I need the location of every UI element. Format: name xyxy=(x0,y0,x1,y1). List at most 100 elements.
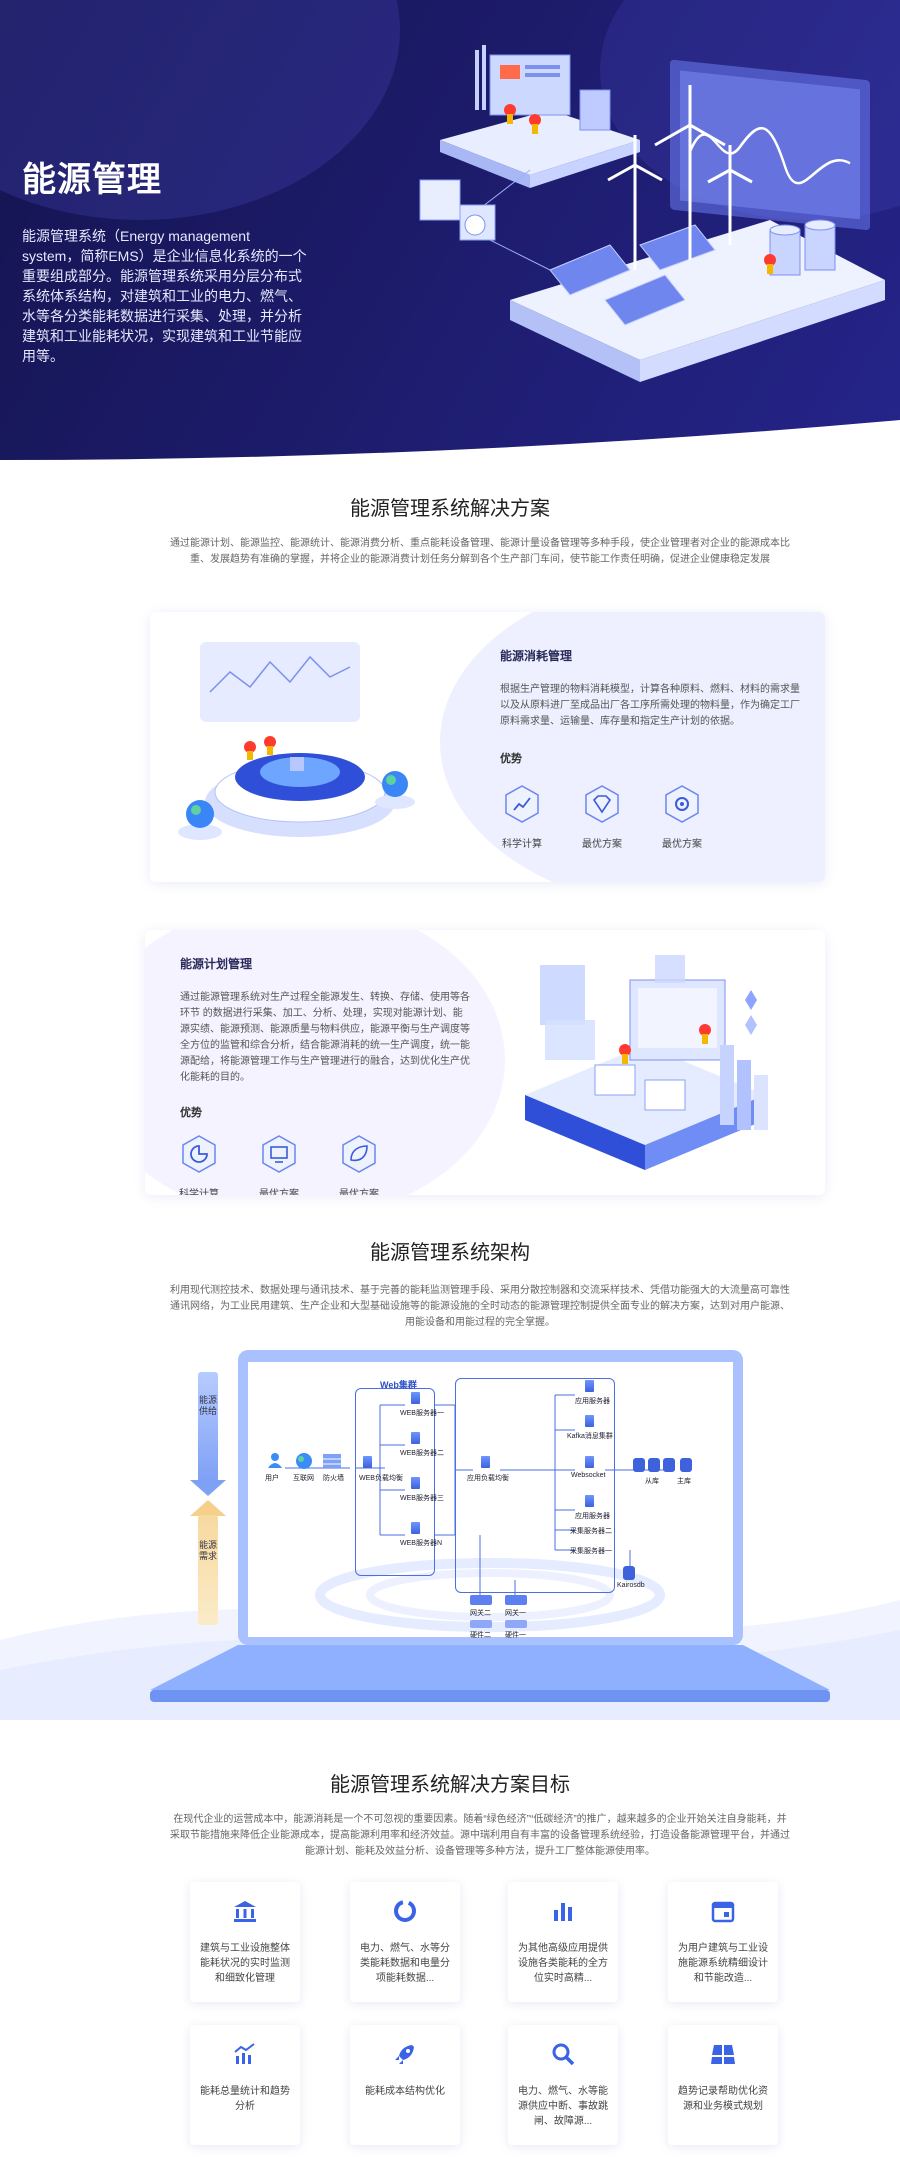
server-icon xyxy=(585,1495,594,1507)
server-icon xyxy=(585,1415,594,1427)
websocket-label: Websocket xyxy=(571,1472,606,1479)
firewall-label: 防火墙 xyxy=(323,1475,344,1482)
user-label: 用户 xyxy=(265,1475,279,1482)
gear-icon xyxy=(665,785,699,823)
goal-text: 电力、燃气、水等能源供应中断、事故跳闸、故障源... xyxy=(518,2086,608,2127)
calendar-icon xyxy=(711,1901,735,1923)
hero-description: 能源管理系统（Energy management system，简称EMS）是企… xyxy=(22,228,307,364)
search-icon xyxy=(552,2043,575,2066)
hero-banner: 能源管理 能源管理系统（Energy management system，简称E… xyxy=(0,0,900,460)
goal-card: 趋势记录帮助优化资源和业务模式规划 xyxy=(668,2025,778,2145)
server-icon xyxy=(585,1380,594,1392)
solution-description: 通过能源计划、能源监控、能源统计、能源消费分析、重点能耗设备管理、能源计量设备管… xyxy=(170,538,790,565)
advantage-label: 最优方案 xyxy=(259,1189,299,1195)
internet-label: 互联网 xyxy=(293,1475,314,1482)
advantage-item: 最优方案 xyxy=(650,784,714,850)
demand-arrow xyxy=(198,1515,218,1625)
goal-card: 为用户建筑与工业设施能源系统精细设计和节能改造... xyxy=(668,1882,778,2002)
collector-label: 采集服务器二 xyxy=(570,1528,612,1535)
database-icon xyxy=(623,1566,635,1580)
demand-label: 能源需求 xyxy=(198,1540,217,1561)
plan-illustration xyxy=(525,955,768,1170)
hardware-icon xyxy=(505,1620,527,1628)
goal-text: 为用户建筑与工业设施能源系统精细设计和节能改造... xyxy=(678,1943,768,1984)
card-text: 根据生产管理的物料消耗模型，计算各种原料、燃料、材料的需求量以及从原料进厂至成品… xyxy=(500,684,800,727)
bar-chart-icon xyxy=(554,1903,572,1921)
hero-title: 能源管理 xyxy=(22,161,162,199)
gateway-icon xyxy=(505,1595,527,1605)
hero-curve xyxy=(0,420,900,460)
app-server-label: 应用服务器 xyxy=(575,1398,610,1405)
web-cluster-label: Web集群 xyxy=(380,1380,417,1390)
server-icon xyxy=(411,1392,420,1404)
advantage-item: 最优方案 xyxy=(327,1134,391,1195)
architecture-title: 能源管理系统架构 xyxy=(370,1242,530,1264)
web-cluster-box xyxy=(355,1388,435,1576)
database-icon xyxy=(680,1458,692,1472)
goal-text: 电力、燃气、水等分类能耗数据和电量分项能耗数据... xyxy=(360,1943,450,1984)
advantage-label: 最优方案 xyxy=(582,839,622,850)
architecture-diagram: Web集群 用户 互联网 防火墙 WEB负载均衡 WEB服务器一 WEB服务器二… xyxy=(255,1370,720,1640)
goal-card: 能耗成本结构优化 xyxy=(350,2025,460,2145)
app-lb-label: 应用负载均衡 xyxy=(467,1475,509,1482)
server-icon xyxy=(481,1456,490,1468)
card-heading: 能源计划管理 xyxy=(180,957,253,971)
app-cluster-box xyxy=(455,1378,615,1593)
ring-chart-icon xyxy=(394,1900,416,1922)
goal-card: 为其他高级应用提供设施各类能耗的全方位实时高精... xyxy=(508,1882,618,2002)
goals-title: 能源管理系统解决方案目标 xyxy=(330,1774,570,1796)
layers-icon xyxy=(711,2045,735,2064)
advantages-title: 优势 xyxy=(500,753,522,765)
globe-icon xyxy=(296,1453,312,1469)
server-icon xyxy=(363,1456,372,1468)
advantage-item: 科学计算 xyxy=(167,1134,231,1195)
supply-label: 能源供给 xyxy=(198,1395,217,1416)
kairosdb-label: Kairosdb xyxy=(617,1582,645,1589)
goal-card: 建筑与工业设施整体能耗状况的实时监测和细致化管理 xyxy=(190,1882,300,2002)
server-icon xyxy=(585,1456,594,1468)
consumption-illustration xyxy=(178,642,415,840)
goal-card: 电力、燃气、水等分类能耗数据和电量分项能耗数据... xyxy=(350,1882,460,2002)
web-server-label: WEB服务器N xyxy=(400,1540,442,1547)
pie-chart-icon xyxy=(182,1135,216,1173)
supply-arrow xyxy=(198,1372,218,1482)
card-heading: 能源消耗管理 xyxy=(500,649,573,663)
rocket-icon xyxy=(395,2045,414,2064)
db-slave-label: 从库 xyxy=(645,1478,659,1485)
goal-card: 电力、燃气、水等能源供应中断、事故跳闸、故障源... xyxy=(508,2025,618,2145)
hardware-label: 硬件一 xyxy=(505,1632,526,1639)
goal-text: 能耗成本结构优化 xyxy=(365,2086,445,2097)
server-icon xyxy=(411,1522,420,1534)
db-master-label: 主库 xyxy=(677,1478,691,1485)
arrow-up-icon xyxy=(190,1500,226,1516)
solution-title: 能源管理系统解决方案 xyxy=(350,498,550,520)
server-icon xyxy=(411,1432,420,1444)
goal-card: 能耗总量统计和趋势分析 xyxy=(190,2025,300,2145)
advantage-item: 科学计算 xyxy=(490,784,554,850)
scientific-calc-icon xyxy=(505,785,539,823)
goal-text: 趋势记录帮助优化资源和业务模式规划 xyxy=(678,2086,768,2112)
card-text: 通过能源管理系统对生产过程全能源发生、转换、存储、使用等各环节 的数据进行采集、… xyxy=(180,992,470,1083)
advantage-item: 最优方案 xyxy=(247,1134,311,1195)
gateway-label: 网关一 xyxy=(505,1610,526,1617)
goals-description: 在现代企业的运营成本中，能源消耗是一个不可忽视的重要因素。随着“绿色经济”“低碳… xyxy=(170,1814,790,1857)
monitor-icon xyxy=(262,1135,296,1173)
trend-chart-icon xyxy=(234,2043,255,2064)
advantage-label: 科学计算 xyxy=(179,1189,219,1195)
web-server-label: WEB服务器二 xyxy=(400,1450,444,1457)
advantage-label: 科学计算 xyxy=(502,839,542,850)
advantage-label: 最优方案 xyxy=(339,1189,379,1195)
gateway-icon xyxy=(470,1595,492,1605)
advantages-title: 优势 xyxy=(180,1107,202,1119)
energy-plan-card: 能源计划管理 通过能源管理系统对生产过程全能源发生、转换、存储、使用等各环节 的… xyxy=(145,930,825,1195)
energy-consumption-card: 能源消耗管理 根据生产管理的物料消耗模型，计算各种原料、燃料、材料的需求量以及从… xyxy=(150,612,825,882)
firewall-icon xyxy=(323,1454,341,1468)
web-lb-label: WEB负载均衡 xyxy=(359,1475,403,1482)
goal-text: 建筑与工业设施整体能耗状况的实时监测和细致化管理 xyxy=(200,1943,290,1984)
laptop-frame xyxy=(150,1350,830,1702)
arrow-down-icon xyxy=(190,1480,226,1496)
collector-label: 采集服务器一 xyxy=(570,1548,612,1555)
user-icon xyxy=(268,1453,282,1468)
architecture-description: 利用现代测控技术、数据处理与通讯技术、基于完善的能耗监测管理手段、采用分散控制器… xyxy=(170,1285,790,1328)
advantage-item: 最优方案 xyxy=(570,784,634,850)
